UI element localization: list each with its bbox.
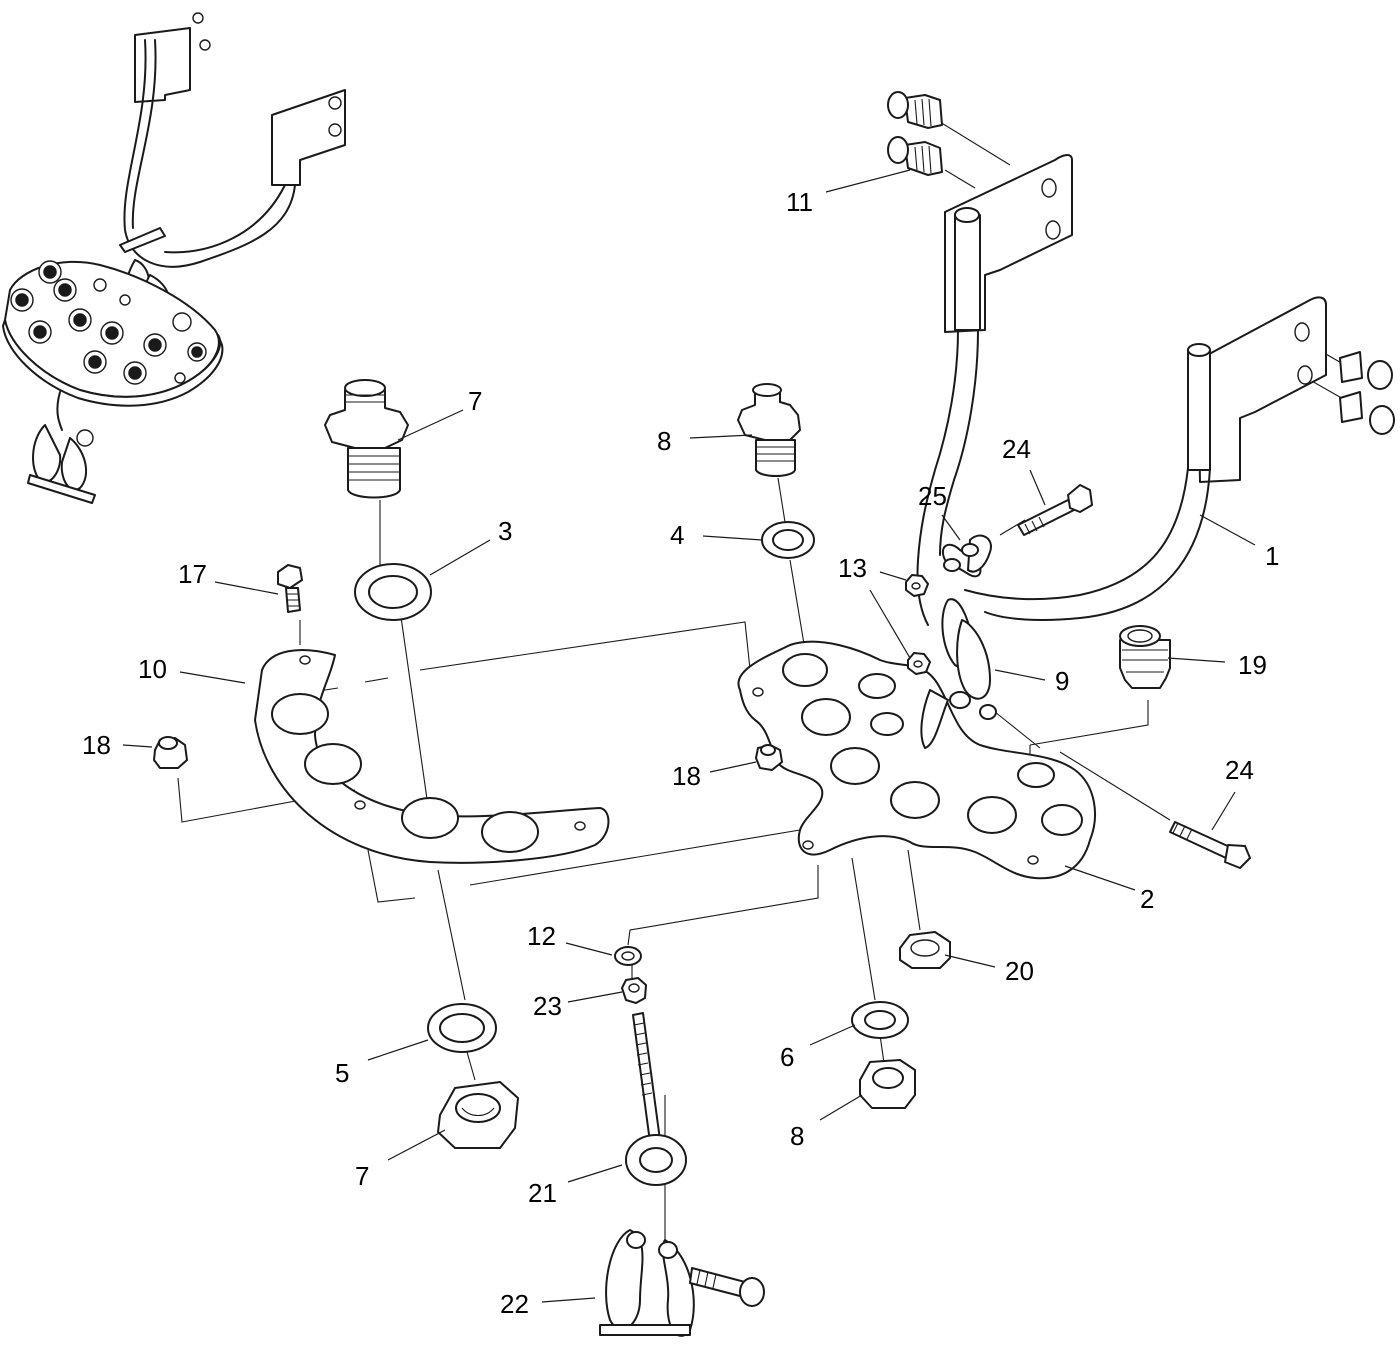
callout-20: 20 bbox=[1005, 956, 1034, 986]
callout-17: 17 bbox=[178, 559, 207, 589]
chain-9 bbox=[920, 598, 997, 749]
callout-labels: 1 2 3 4 5 6 7 7 8 8 9 10 11 12 13 17 18 … bbox=[82, 187, 1279, 1319]
inset-fittings bbox=[10, 260, 207, 385]
callout-10: 10 bbox=[138, 654, 167, 684]
callout-8-top: 8 bbox=[657, 426, 671, 456]
callout-25: 25 bbox=[918, 481, 947, 511]
plate-10 bbox=[254, 649, 610, 864]
lower-bracket-assembly bbox=[964, 296, 1327, 621]
fitting-8-top bbox=[737, 383, 801, 477]
callout-12: 12 bbox=[527, 921, 556, 951]
plate-2 bbox=[737, 640, 1096, 880]
leader-lines bbox=[122, 169, 1256, 1303]
washer-12 bbox=[614, 946, 642, 966]
washer-3 bbox=[354, 563, 432, 621]
callout-2: 2 bbox=[1140, 884, 1154, 914]
callout-4: 4 bbox=[670, 520, 684, 550]
callout-7-top: 7 bbox=[468, 386, 482, 416]
bolt-17 bbox=[277, 564, 303, 613]
callout-1: 1 bbox=[1265, 541, 1279, 571]
callout-11: 11 bbox=[786, 187, 813, 217]
washer-5 bbox=[427, 1003, 497, 1053]
fitting-7-top bbox=[324, 379, 409, 499]
nut-8-bottom bbox=[859, 1059, 916, 1109]
cable-gland-19 bbox=[1119, 625, 1171, 689]
eyebolt-21 bbox=[625, 1012, 687, 1186]
callout-23: 23 bbox=[533, 991, 562, 1021]
callout-3: 3 bbox=[498, 516, 512, 546]
callout-22: 22 bbox=[500, 1289, 529, 1319]
callout-24-upper: 24 bbox=[1002, 434, 1031, 464]
nut-7-bottom bbox=[437, 1081, 519, 1149]
bolt-11-lower bbox=[887, 136, 943, 176]
nut-20 bbox=[899, 931, 951, 969]
callout-18-plate: 18 bbox=[672, 761, 701, 791]
washer-4 bbox=[761, 521, 815, 559]
nut-13-lower bbox=[907, 652, 931, 675]
bolt-right-upper bbox=[1339, 351, 1393, 390]
nut-13-upper bbox=[905, 574, 929, 597]
shackle-25 bbox=[941, 534, 992, 578]
callout-21: 21 bbox=[528, 1178, 557, 1208]
bolt-11-upper bbox=[887, 91, 943, 129]
acorn-nut-18-plate bbox=[755, 744, 783, 771]
bolt-right-lower bbox=[1339, 391, 1395, 435]
callout-18-left: 18 bbox=[82, 730, 111, 760]
callout-19: 19 bbox=[1238, 650, 1267, 680]
callout-24-lower: 24 bbox=[1225, 755, 1254, 785]
callout-13: 13 bbox=[838, 553, 867, 583]
shackle-22 bbox=[599, 1229, 765, 1337]
callout-8-bottom: 8 bbox=[790, 1121, 804, 1151]
nut-23 bbox=[621, 977, 647, 1004]
acorn-nut-18-left bbox=[153, 736, 188, 769]
upper-bracket-assembly bbox=[916, 154, 1073, 626]
callout-7-bottom: 7 bbox=[355, 1161, 369, 1191]
assembled-inset bbox=[2, 12, 346, 504]
washer-6 bbox=[851, 1001, 909, 1039]
callout-9: 9 bbox=[1055, 666, 1069, 696]
bolt-24-upper bbox=[1017, 484, 1093, 536]
callout-6: 6 bbox=[780, 1042, 794, 1072]
bolt-24-lower bbox=[1169, 821, 1251, 869]
callout-5: 5 bbox=[335, 1058, 349, 1088]
